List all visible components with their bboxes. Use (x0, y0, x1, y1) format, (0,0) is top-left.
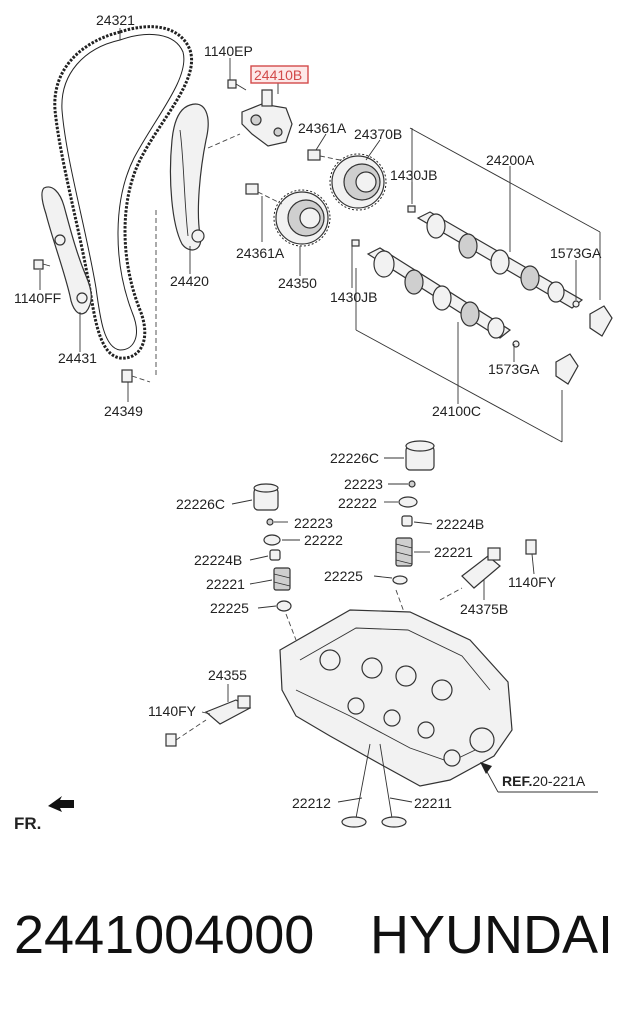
ref-value: 20-221A (532, 773, 586, 789)
target-wheel-mid (512, 340, 579, 385)
cylinder-head (279, 589, 513, 787)
part-number: 2441004000 (14, 905, 315, 965)
label-24361a-top: 24361A (298, 120, 347, 136)
bolt-24349 (121, 369, 151, 383)
label-24349: 24349 (104, 403, 143, 419)
leader-lines (39, 28, 577, 803)
sprocket-bolt-top (307, 149, 341, 161)
label-24370b: 24370B (354, 126, 402, 142)
label-1140fy-left: 1140FY (148, 703, 197, 719)
label-fr: FR. (14, 814, 41, 833)
brand-name: HYUNDAI (370, 905, 614, 965)
oil-control-valve-exhaust (165, 695, 252, 747)
part-labels: 24321 1140EP 24410B 24361A 24370B 1430JB… (14, 12, 602, 833)
label-22222-left: 22222 (304, 532, 343, 548)
label-22225-left: 22225 (210, 600, 249, 616)
label-24375b: 24375B (460, 601, 508, 617)
valve-stem-seals (269, 515, 413, 561)
label-1140ep: 1140EP (204, 43, 253, 59)
label-1430jb-mid: 1430JB (330, 289, 377, 305)
exhaust-cam-sprocket (273, 189, 331, 247)
spring-seats (276, 575, 408, 612)
label-22223-top: 22223 (344, 476, 383, 492)
chain-guide (169, 103, 209, 251)
ref-label: REF.20-221A (502, 773, 586, 789)
label-22224b-left: 22224B (194, 552, 242, 568)
label-1430jb-top: 1430JB (390, 167, 437, 183)
label-1573ga-top: 1573GA (550, 245, 602, 261)
label-24200a: 24200A (486, 152, 535, 168)
label-24321: 24321 (96, 12, 135, 28)
timing-chain (53, 25, 193, 360)
ref-prefix: REF. (502, 773, 532, 789)
label-22223-left: 22223 (294, 515, 333, 531)
label-22224b-right: 22224B (436, 516, 484, 532)
bolt-1140ep (227, 79, 247, 91)
target-wheel-top (572, 300, 613, 337)
intake-camshaft (407, 205, 584, 309)
label-1140ff: 1140FF (14, 290, 61, 306)
label-22221-left: 22221 (206, 576, 245, 592)
intake-cam-sprocket (329, 153, 387, 211)
label-22211: 22211 (414, 795, 452, 811)
intake-valve (341, 743, 371, 828)
label-22226c-left: 22226C (176, 496, 225, 512)
bolt-1140ff (33, 259, 51, 270)
label-1140fy-right: 1140FY (508, 574, 557, 590)
sprocket-bolt-mid (245, 183, 283, 205)
front-arrow-icon (48, 796, 74, 812)
valve-springs (273, 537, 413, 591)
label-24410b: 24410B (254, 67, 302, 83)
label-24361a-mid: 24361A (236, 245, 285, 261)
label-22226c-top: 22226C (330, 450, 379, 466)
ref-arrow-icon (480, 762, 598, 793)
hla-tappet-top (405, 440, 435, 471)
engine-timing-exploded-diagram: 24321 1140EP 24410B 24361A 24370B 1430JB… (14, 12, 613, 833)
highlighted-part-callout: 24410B (250, 65, 309, 84)
label-24355: 24355 (208, 667, 247, 683)
label-22221-right: 22221 (434, 544, 473, 560)
label-24350: 24350 (278, 275, 317, 291)
label-24431: 24431 (58, 350, 97, 366)
label-24420: 24420 (170, 273, 209, 289)
label-1573ga-mid: 1573GA (488, 361, 540, 377)
valve-keys (266, 480, 416, 526)
exhaust-valve (379, 743, 407, 828)
tensioner-lever (41, 186, 92, 315)
label-22212: 22212 (292, 795, 331, 811)
chain-tensioner-bracket (241, 89, 293, 147)
oil-control-valve (439, 539, 537, 601)
label-22222-top: 22222 (338, 495, 377, 511)
label-22225-right: 22225 (324, 568, 363, 584)
exhaust-camshaft (351, 239, 512, 339)
hla-tappet-left (253, 483, 279, 511)
spring-retainers (263, 496, 418, 546)
label-24100c: 24100C (432, 403, 481, 419)
